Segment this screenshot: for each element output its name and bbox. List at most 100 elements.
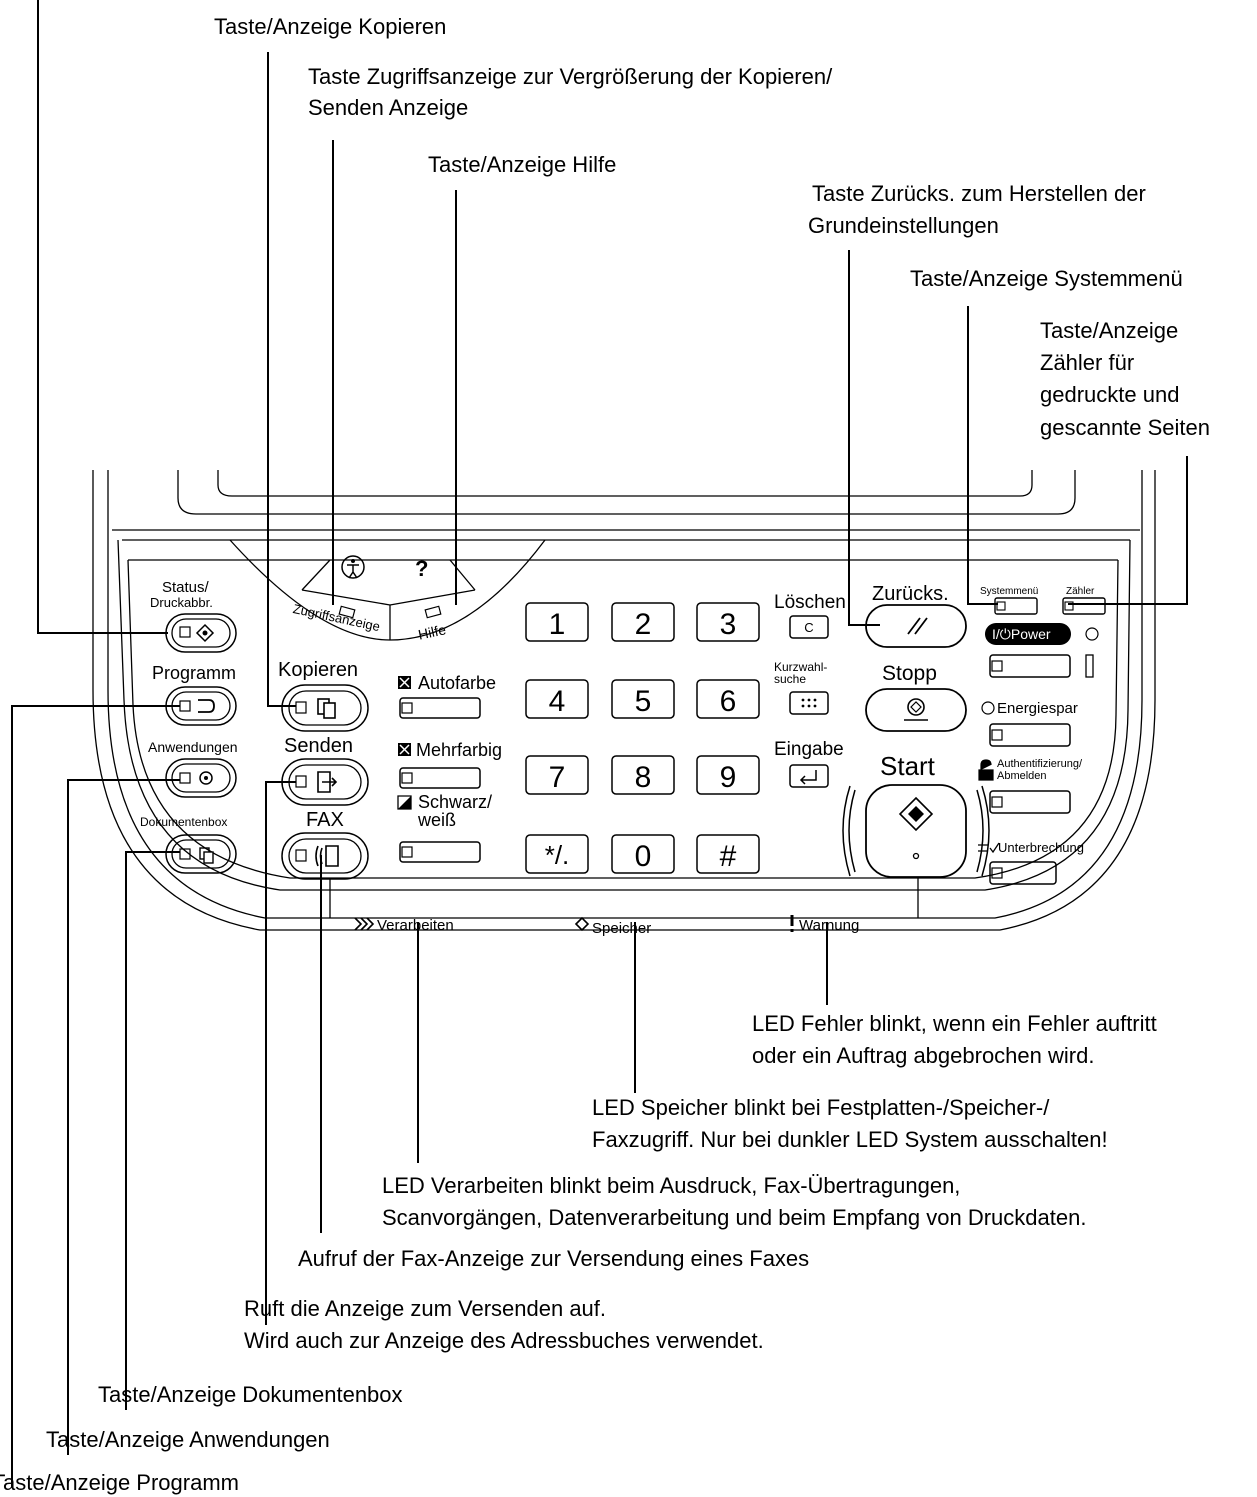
- zaehler-button[interactable]: Zähler: [1062, 586, 1106, 615]
- callout-programm: Taste/Anzeige Programm: [0, 1470, 239, 1495]
- eingabe-button[interactable]: Eingabe: [774, 739, 844, 788]
- key-0[interactable]: 0: [611, 834, 675, 874]
- key-7[interactable]: 7: [525, 755, 589, 795]
- stopp-label: Stopp: [882, 662, 937, 685]
- help-button[interactable]: ? Hilfe: [415, 556, 448, 643]
- unterbrechung-button[interactable]: Unterbrechung: [978, 840, 1084, 885]
- speicher-indicator: Speicher: [574, 916, 651, 937]
- fax-icon: [315, 845, 339, 867]
- schwarz-weiss-label-2: weiß: [417, 810, 456, 830]
- callouts: Taste/Anzeige Kopieren Taste Zugriffsanz…: [0, 14, 1210, 1495]
- interrupt-icon: [978, 842, 1000, 854]
- zuruecks-button[interactable]: Zurücks.: [865, 583, 967, 648]
- zaehler-label: Zähler: [1066, 586, 1095, 597]
- anwendungen-button[interactable]: Anwendungen: [148, 739, 238, 798]
- status-label-1: Status/: [162, 579, 210, 596]
- kurzwahl-button[interactable]: Kurzwahl- suche: [774, 660, 829, 715]
- speicher-label: Speicher: [592, 920, 651, 937]
- fax-label: FAX: [306, 809, 344, 831]
- systemmenu-button[interactable]: Systemmenü: [980, 586, 1038, 615]
- autofarbe-button[interactable]: Autofarbe: [398, 673, 496, 719]
- callout-zaehler-3: gedruckte und: [1040, 382, 1179, 407]
- leader-zuruecks: [848, 250, 880, 626]
- key-5[interactable]: 5: [611, 679, 675, 719]
- schwarz-weiss-button[interactable]: Schwarz/ weiß: [397, 792, 492, 863]
- callout-zaehler-2: Zähler für: [1040, 350, 1134, 375]
- key-6[interactable]: 6: [696, 679, 760, 719]
- power-button[interactable]: I/⏻Power: [985, 623, 1099, 678]
- key-star[interactable]: */.: [525, 834, 589, 874]
- panel-outline: [92, 470, 1156, 931]
- key-2[interactable]: 2: [611, 602, 675, 642]
- schwarz-weiss-label-1: Schwarz/: [418, 792, 492, 812]
- svg-text:6: 6: [720, 685, 737, 718]
- status-button[interactable]: Status/ Druckabbr.: [150, 579, 237, 653]
- accessibility-icon: [341, 555, 365, 579]
- start-button[interactable]: Start: [842, 751, 990, 878]
- leader-zaehler: [1068, 456, 1188, 605]
- callout-senden-1: Ruft die Anzeige zum Versenden auf.: [244, 1296, 606, 1321]
- loeschen-button[interactable]: Löschen C: [774, 592, 846, 639]
- svg-text:4: 4: [549, 685, 566, 718]
- zugriffsanzeige-label: Zugriffsanzeige: [292, 601, 382, 634]
- svg-text:*/.: */.: [545, 840, 570, 870]
- verarbeiten-indicator: Verarbeiten: [354, 917, 454, 934]
- warnung-label: Warnung: [799, 917, 859, 934]
- svg-text:8: 8: [635, 761, 652, 794]
- senden-button[interactable]: Senden: [281, 735, 369, 806]
- svg-text:3: 3: [720, 608, 737, 641]
- key-4[interactable]: 4: [525, 679, 589, 719]
- hilfe-label: Hilfe: [417, 621, 448, 643]
- accessibility-button[interactable]: Zugriffsanzeige: [292, 555, 382, 634]
- main-power-indicator: [1085, 654, 1094, 678]
- power-label: I/⏻Power: [992, 626, 1051, 642]
- senden-led: [295, 775, 307, 788]
- callout-senden-2: Wird auch zur Anzeige des Adressbuches v…: [244, 1328, 764, 1353]
- svg-text:9: 9: [720, 761, 737, 794]
- stop-icon: [907, 698, 925, 716]
- svg-text:2: 2: [635, 608, 652, 641]
- svg-text:7: 7: [549, 761, 566, 794]
- help-icon: ?: [415, 556, 428, 581]
- hilfe-led: [424, 605, 442, 619]
- anwendungen-icon: [199, 771, 213, 785]
- status-label-2: Druckabbr.: [150, 595, 213, 610]
- energiespar-label: Energiespar: [997, 700, 1078, 717]
- start-label: Start: [880, 751, 936, 781]
- authentifizierung-button[interactable]: Authentifizierung/ Abmelden: [978, 758, 1083, 814]
- mehrfarbig-button[interactable]: Mehrfarbig: [398, 740, 502, 789]
- leader-senden: [265, 781, 296, 1325]
- key-8[interactable]: 8: [611, 755, 675, 795]
- kopieren-button[interactable]: Kopieren: [278, 659, 369, 732]
- stopp-button[interactable]: Stopp: [865, 662, 967, 732]
- enter-icon: [799, 770, 817, 785]
- callout-hilfe: Taste/Anzeige Hilfe: [428, 152, 616, 177]
- kurzwahl-label-2: suche: [774, 672, 806, 686]
- key-3[interactable]: 3: [696, 602, 760, 642]
- fax-button[interactable]: FAX: [281, 809, 369, 880]
- callout-zuruecks-1: Taste Zurücks. zum Herstellen der: [812, 181, 1146, 206]
- leader-status: [37, 0, 168, 634]
- key-1[interactable]: 1: [525, 602, 589, 642]
- dokumentenbox-button[interactable]: Dokumentenbox: [140, 815, 237, 874]
- grid-icon: [801, 698, 817, 708]
- senden-label: Senden: [284, 735, 353, 757]
- callout-dokumentenbox: Taste/Anzeige Dokumentenbox: [98, 1382, 403, 1407]
- key-9[interactable]: 9: [696, 755, 760, 795]
- programm-button[interactable]: Programm: [152, 663, 237, 726]
- callout-verarbeiten-1: LED Verarbeiten blinkt beim Ausdruck, Fa…: [382, 1173, 960, 1198]
- kopieren-led: [295, 701, 307, 714]
- leader-dokumentenbox: [125, 851, 180, 1410]
- callout-zuruecks-2: Grundeinstellungen: [808, 213, 999, 238]
- energiespar-button[interactable]: Energiespar: [981, 700, 1078, 747]
- leader-lines: [11, 0, 1188, 1488]
- callout-speicher-1: LED Speicher blinkt bei Festplatten-/Spe…: [592, 1095, 1050, 1120]
- callout-systemmenu: Taste/Anzeige Systemmenü: [910, 266, 1183, 291]
- callout-verarbeiten-2: Scanvorgängen, Datenverarbeitung und bei…: [382, 1205, 1086, 1230]
- power-badge: [985, 623, 1071, 645]
- loeschen-label: Löschen: [774, 592, 846, 613]
- auth-label-2: Abmelden: [997, 770, 1047, 782]
- key-hash[interactable]: #: [696, 834, 760, 874]
- callout-fehler-2: oder ein Auftrag abgebrochen wird.: [752, 1043, 1094, 1068]
